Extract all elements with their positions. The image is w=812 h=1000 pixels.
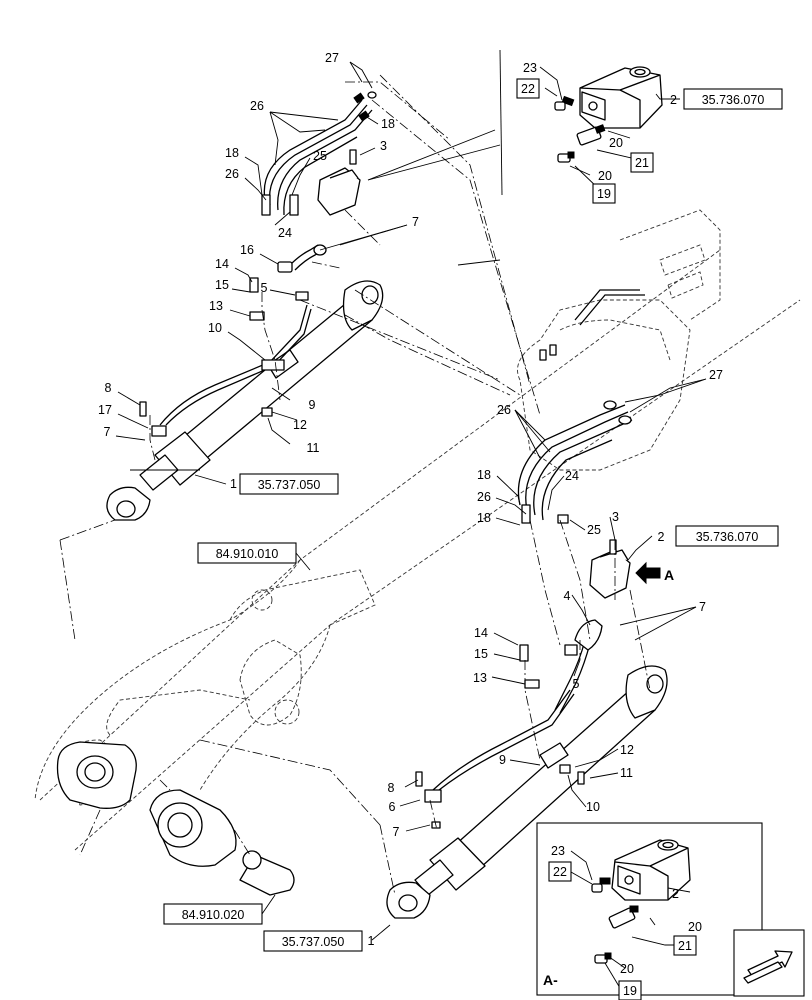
callout-label: 26	[225, 167, 239, 181]
callout-label: 8	[388, 781, 395, 795]
callout-label: 8	[105, 381, 112, 395]
section-ref-valve-mid[interactable]: 35.736.070	[675, 525, 779, 547]
callout-label: 2	[672, 887, 679, 901]
section-ref-pin[interactable]: 84.910.020	[163, 894, 276, 925]
hose-assembly-top	[139, 91, 377, 417]
callout-label: 13	[209, 299, 223, 313]
section-ref-boom[interactable]: 84.910.010	[197, 542, 311, 571]
callout-label: 7	[104, 425, 111, 439]
callout-label: 5	[261, 281, 268, 295]
callout-label: 2	[658, 530, 665, 544]
callout-label: 20	[609, 136, 623, 150]
section-ref-valve-top[interactable]: 35.736.070	[683, 88, 783, 110]
callout-label: 22	[553, 865, 567, 879]
section-ref-cylinder-left-label: 35.737.050	[258, 478, 321, 492]
callout-label: 20	[688, 920, 702, 934]
callout-label: 23	[551, 844, 565, 858]
callout-label: 18	[477, 511, 491, 525]
callout-label: 1	[230, 477, 237, 491]
callout-label: 12	[620, 743, 634, 757]
callout-label: 13	[473, 671, 487, 685]
cylinder-left	[106, 280, 384, 521]
cylinder-right	[386, 665, 668, 919]
callout-label: 24	[565, 469, 579, 483]
alignment-lines	[59, 74, 651, 896]
inset-detail-a	[536, 822, 763, 996]
boom-outline	[34, 209, 801, 851]
wedge-leaders	[130, 49, 503, 471]
callout-label: 21	[635, 156, 649, 170]
callout-label: 21	[678, 939, 692, 953]
callout-label: 7	[393, 825, 400, 839]
callout-label: 18	[477, 468, 491, 482]
inset-title: A-	[543, 972, 558, 988]
callout-label: 22	[521, 82, 535, 96]
callout-label: 10	[586, 800, 600, 814]
callout-label: 2	[670, 93, 677, 107]
callout-box	[592, 183, 616, 204]
callout-label: 10	[208, 321, 222, 335]
callout-label: 12	[293, 418, 307, 432]
callout-label: 20	[620, 962, 634, 976]
section-ref-cylinder-left[interactable]: 35.737.050	[239, 473, 339, 495]
callout-label: 4	[564, 589, 571, 603]
callout-label: 26	[497, 403, 511, 417]
callout-label: 11	[620, 766, 633, 780]
callout-label: 15	[215, 278, 229, 292]
callout-label: 17	[98, 403, 112, 417]
callout-label: 7	[699, 600, 706, 614]
view-a-marker: A	[635, 561, 674, 585]
section-ref-pin-label: 84.910.020	[182, 908, 245, 922]
callout-label: 23	[523, 61, 537, 75]
callout-label: 7	[412, 215, 419, 229]
callout-label: 1	[368, 934, 375, 948]
hose-assembly-right	[415, 289, 645, 829]
callout-label: 25	[313, 149, 327, 163]
callout-label: 20	[598, 169, 612, 183]
callout-box	[630, 152, 654, 173]
callout-label: 19	[597, 187, 611, 201]
callout-label: 9	[309, 398, 316, 412]
callout-label: 16	[240, 243, 254, 257]
section-ref-cylinder-right-label: 35.737.050	[282, 935, 345, 949]
callout-box	[548, 861, 572, 882]
callout-label: 11	[307, 441, 320, 455]
callout-label: 14	[215, 257, 229, 271]
callout-label: 3	[380, 139, 387, 153]
navigation-arrow-icon[interactable]	[733, 929, 805, 997]
callout-label: 27	[709, 368, 723, 382]
valve-top	[554, 66, 663, 163]
section-ref-valve-mid-label: 35.736.070	[696, 530, 759, 544]
view-a-label: A	[664, 567, 674, 583]
callout-label: 24	[278, 226, 292, 240]
callout-label: 18	[225, 146, 239, 160]
callout-label: 3	[612, 510, 619, 524]
callout-box	[516, 78, 540, 99]
callout-label: 14	[474, 626, 488, 640]
callout-label: 25	[587, 523, 601, 537]
arrow-icon	[635, 561, 661, 585]
boom-foot	[56, 741, 295, 896]
callout-box	[673, 935, 697, 956]
section-ref-boom-label: 84.910.010	[216, 547, 279, 561]
callout-label: 6	[389, 800, 396, 814]
callout-label: 5	[573, 677, 580, 691]
callout-label: 27	[325, 51, 339, 65]
section-ref-valve-top-label: 35.736.070	[702, 93, 765, 107]
callout-label: 26	[477, 490, 491, 504]
callout-label: 18	[381, 117, 395, 131]
callout-label: 19	[623, 984, 637, 998]
callout-label: 9	[499, 753, 506, 767]
callout-label: 26	[250, 99, 264, 113]
section-ref-cylinder-right[interactable]: 35.737.050	[263, 930, 363, 952]
callout-box	[618, 980, 642, 1000]
callout-label: 15	[474, 647, 488, 661]
